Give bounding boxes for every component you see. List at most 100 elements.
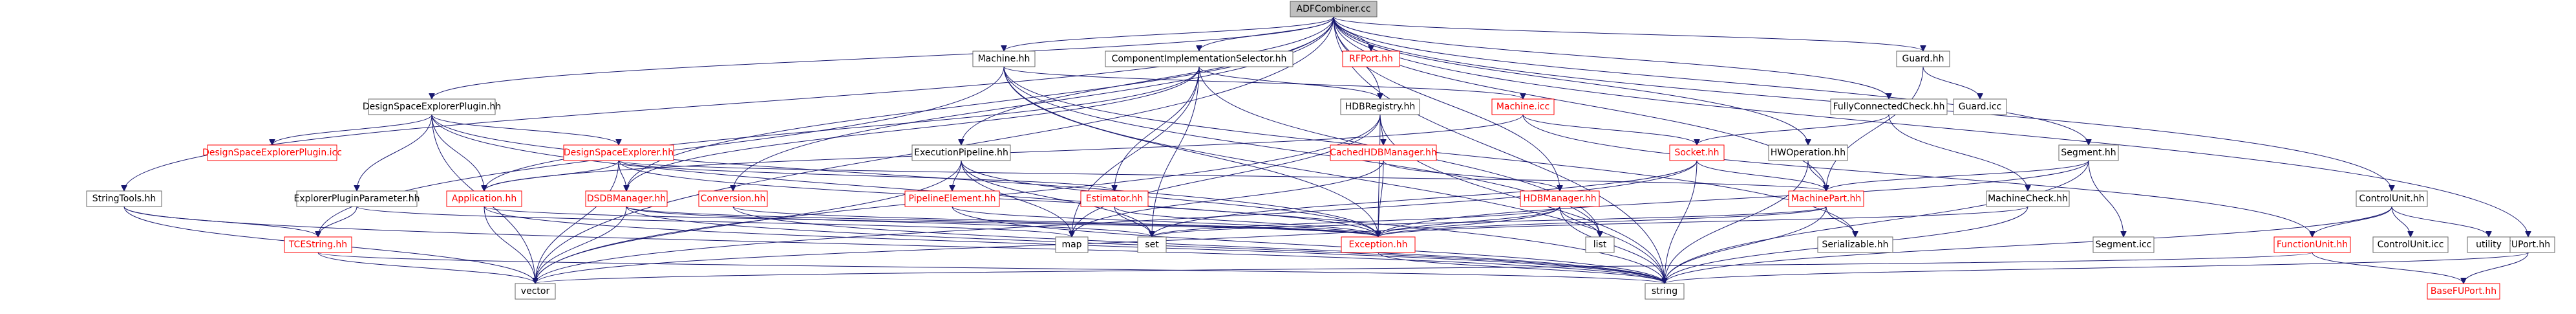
node-label-machinepart: MachinePart.hh (1791, 194, 1861, 204)
node-machinecheck[interactable]: MachineCheck.hh (1986, 190, 2070, 207)
node-label-vector: vector (521, 286, 550, 297)
node-segment[interactable]: Segment.hh (2058, 144, 2119, 161)
node-label-estimator: Estimator.hh (1086, 194, 1143, 204)
node-label-dsep_icc: DesignSpaceExplorerPlugin.icc (202, 148, 342, 158)
node-fcc[interactable]: FullyConnectedCheck.hh (1830, 98, 1948, 115)
edge-dsdb-to-exception (626, 206, 1378, 238)
edge-estimator-to-exception (1114, 206, 1378, 238)
edge-hwop-to-machinepart (1807, 160, 1826, 191)
node-box-machine_icc (1491, 98, 1555, 115)
edge-cis_hh-to-map (1072, 66, 1200, 237)
edge-segment-to-segment_icc (2088, 160, 2124, 237)
node-hdbmgr[interactable]: HDBManager.hh (1520, 190, 1600, 207)
node-dsep_icc[interactable]: DesignSpaceExplorerPlugin.icc (202, 144, 342, 161)
node-epp[interactable]: ExplorerPluginParameter.hh (294, 190, 420, 207)
edge-app-to-exception (484, 206, 1378, 238)
edge-hwop-to-string (1665, 160, 1809, 284)
edge-segment-to-machinepart (1826, 160, 2089, 192)
node-dsep_hh[interactable]: DesignSpaceExplorerPlugin.hh (363, 98, 501, 115)
node-dse_hh[interactable]: DesignSpaceExplorer.hh (563, 144, 674, 161)
node-app[interactable]: Application.hh (446, 190, 522, 207)
node-tcestring[interactable]: TCEString.hh (284, 236, 352, 253)
node-utility[interactable]: utility (2467, 236, 2511, 253)
node-segment_icc[interactable]: Segment.icc (2092, 236, 2155, 253)
edge-dse_hh-to-machinepart (618, 160, 1826, 192)
node-stringtools[interactable]: StringTools.hh (86, 190, 162, 207)
node-socket[interactable]: Socket.hh (1669, 144, 1725, 161)
edge-dsep_hh-to-app (431, 114, 484, 191)
edge-hdbreg-to-exception (1378, 114, 1380, 237)
edge-root-to-segment (1333, 16, 2089, 145)
edge-machinepart-to-string (1665, 206, 1827, 284)
edge-cachedhdb-to-exception (1378, 160, 1384, 237)
node-box-dsep_icc (207, 144, 337, 161)
node-machine_hh[interactable]: Machine.hh (972, 50, 1036, 67)
node-box-guard_hh (1896, 50, 1950, 67)
node-map[interactable]: map (1055, 236, 1089, 253)
edge-fuport-to-basefuport (2464, 252, 2529, 284)
node-label-functionunit: FunctionUnit.hh (2277, 240, 2348, 250)
node-label-socket: Socket.hh (1674, 148, 1719, 158)
node-box-basefuport (2427, 283, 2500, 300)
node-pipelem[interactable]: PipelineElement.hh (904, 190, 1000, 207)
node-exception[interactable]: Exception.hh (1341, 236, 1416, 253)
node-box-segment (2058, 144, 2119, 161)
node-box-exception (1341, 236, 1416, 253)
node-basefuport[interactable]: BaseFUPort.hh (2427, 283, 2500, 300)
node-box-functionunit (2273, 236, 2351, 253)
node-vector[interactable]: vector (515, 283, 556, 300)
node-functionunit[interactable]: FunctionUnit.hh (2273, 236, 2351, 253)
node-label-string: string (1652, 286, 1677, 297)
edge-machinepart-to-serializable (1826, 206, 1855, 238)
node-label-guard_icc: Guard.icc (1959, 102, 2001, 112)
node-root: ADFCombiner.cc (1290, 1, 1378, 17)
edge-segment-to-exception (1378, 160, 2089, 237)
edge-fcc-to-socket (1697, 114, 1889, 146)
node-box-pipelem (904, 190, 1000, 207)
node-estimator[interactable]: Estimator.hh (1080, 190, 1149, 207)
node-rfport[interactable]: RFPort.hh (1342, 50, 1400, 67)
node-box-utility (2467, 236, 2511, 253)
node-label-execpipe: ExecutionPipeline.hh (914, 148, 1008, 158)
edge-socket-to-machinepart (1696, 160, 1826, 192)
edge-controlunit-to-functionunit (2312, 206, 2392, 238)
node-box-list (1585, 236, 1615, 253)
edge-cis_hh-to-set (1152, 66, 1200, 237)
node-label-guard_hh: Guard.hh (1902, 54, 1944, 64)
node-controlunit[interactable]: ControlUnit.hh (2356, 190, 2428, 207)
node-machine_icc[interactable]: Machine.icc (1491, 98, 1555, 115)
node-cu_icc[interactable]: ControlUnit.icc (2372, 236, 2449, 253)
node-label-map: map (1061, 240, 1081, 250)
node-list[interactable]: list (1585, 236, 1615, 253)
edge-root-to-machine_hh (1004, 16, 1334, 52)
node-label-exception: Exception.hh (1348, 240, 1407, 250)
node-box-controlunit (2356, 190, 2428, 207)
node-cachedhdb[interactable]: CachedHDBManager.hh (1330, 144, 1437, 161)
edge-root-to-cis_hh (1199, 16, 1334, 52)
node-serializable[interactable]: Serializable.hh (1817, 236, 1893, 253)
edge-dse_hh-to-vector (535, 160, 619, 284)
edge-functionunit-to-basefuport (2312, 252, 2464, 284)
node-hwop[interactable]: HWOperation.hh (1768, 144, 1848, 161)
node-hdbreg[interactable]: HDBRegistry.hh (1340, 98, 1420, 115)
node-box-string (1645, 283, 1685, 300)
node-string[interactable]: string (1645, 283, 1685, 300)
node-guard_icc[interactable]: Guard.icc (1953, 98, 2007, 115)
node-machinepart[interactable]: MachinePart.hh (1788, 190, 1864, 207)
edge-guard_hh-to-machinepart (1826, 66, 1924, 191)
node-guard_hh[interactable]: Guard.hh (1896, 50, 1950, 67)
node-label-hwop: HWOperation.hh (1771, 148, 1846, 158)
node-label-serializable: Serializable.hh (1822, 240, 1888, 250)
node-box-machinecheck (1986, 190, 2070, 207)
node-conversion[interactable]: Conversion.hh (698, 190, 768, 207)
node-label-machine_icc: Machine.icc (1496, 102, 1549, 112)
node-execpipe[interactable]: ExecutionPipeline.hh (911, 144, 1011, 161)
node-label-dse_hh: DesignSpaceExplorer.hh (564, 148, 674, 158)
node-label-hdbreg: HDBRegistry.hh (1345, 102, 1415, 112)
node-set[interactable]: set (1137, 236, 1167, 253)
node-dsdb[interactable]: DSDBManager.hh (585, 190, 668, 207)
node-cis_hh[interactable]: ComponentImplementationSelector.hh (1105, 50, 1293, 67)
node-label-cachedhdb: CachedHDBManager.hh (1330, 148, 1437, 158)
node-box-dse_hh (563, 144, 674, 161)
